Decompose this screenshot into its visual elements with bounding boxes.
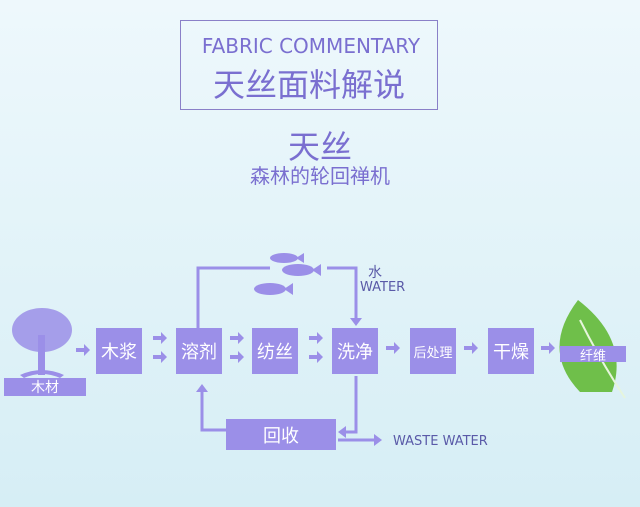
arrow-icons (76, 332, 555, 363)
loop-arrowheads (196, 318, 382, 446)
subtitle-sub: 森林的轮回禅机 (250, 164, 390, 188)
water-en-label: WATER (360, 280, 406, 295)
loop-lines (196, 266, 374, 442)
waste-water-label: WASTE WATER (393, 434, 488, 449)
step-drying: 干燥 (488, 328, 534, 374)
water-cn-label: 水 (368, 265, 382, 281)
subtitle-main: 天丝 (287, 128, 352, 166)
step-washing: 洗净 (332, 328, 378, 374)
step-recycle: 回收 (226, 419, 336, 450)
tree-icon (12, 308, 72, 378)
title-cn: 天丝面料解说 (212, 66, 405, 104)
title-frame (180, 20, 438, 110)
fiber-label: 纤维 (560, 346, 626, 364)
title-en: FABRIC COMMENTARY (201, 34, 421, 58)
fish-icon (254, 253, 321, 295)
step-pulp: 木浆 (96, 328, 142, 374)
step-spinning: 纺丝 (252, 328, 298, 374)
step-solvent: 溶剂 (176, 328, 222, 374)
wood-label: 木材 (4, 378, 86, 396)
step-post-treatment: 后处理 (410, 328, 456, 374)
